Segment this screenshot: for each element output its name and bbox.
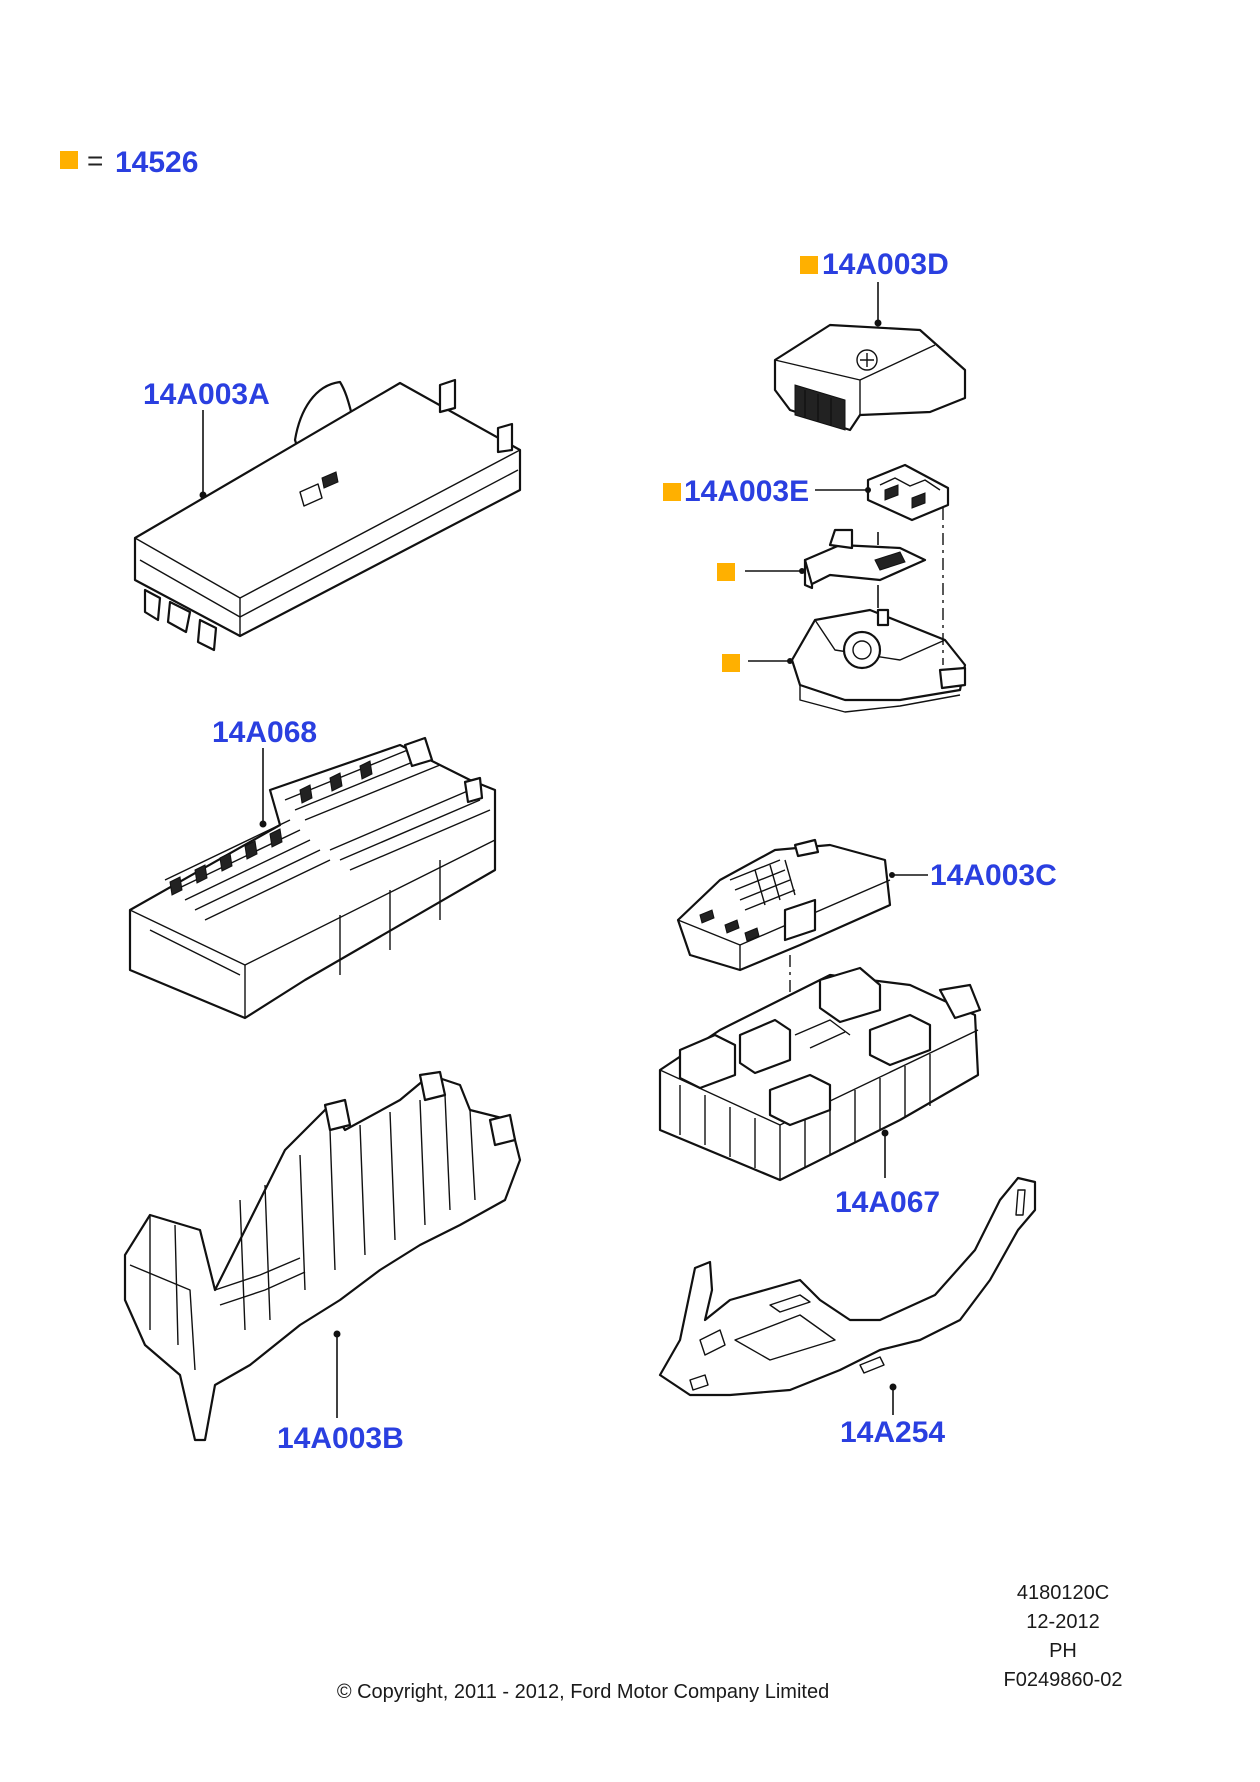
part-14A003A	[133, 378, 522, 652]
part-14A003E	[790, 463, 967, 713]
doc-code: 4180120C	[1017, 1582, 1109, 1604]
marker-14A003D	[800, 256, 818, 274]
callout-14A003C: 14A003C	[930, 859, 1057, 892]
copyright: © Copyright, 2011 - 2012, Ford Motor Com…	[337, 1681, 829, 1703]
doc-date: 12-2012	[1026, 1611, 1099, 1633]
figure-id: F0249860-02	[1004, 1669, 1123, 1691]
part-14A254	[658, 1176, 1037, 1397]
footer: 4180120C 12-2012 PH F0249860-02 © Copyri…	[337, 1582, 1123, 1703]
doc-region: PH	[1049, 1640, 1077, 1662]
part-14A067	[658, 966, 982, 1182]
callout-14A003B: 14A003B	[277, 1422, 404, 1455]
callout-14A003E: 14A003E	[684, 475, 809, 508]
callout-14A003D: 14A003D	[822, 248, 949, 281]
callout-14A067: 14A067	[835, 1186, 940, 1219]
callout-14A068: 14A068	[212, 716, 317, 749]
part-14A003B	[123, 1070, 522, 1442]
legend-equals: =	[87, 145, 103, 176]
part-14A003C	[676, 838, 892, 972]
callout-14A254: 14A254	[840, 1416, 945, 1449]
marker-14A003E	[663, 483, 681, 501]
callout-14A003A: 14A003A	[143, 378, 270, 411]
marker-bracket	[717, 563, 735, 581]
marker-holder	[722, 654, 740, 672]
part-14A003D	[773, 323, 967, 432]
legend: = 14526	[60, 145, 198, 179]
legend-marker-square	[60, 151, 78, 169]
part-14A068	[128, 736, 497, 1020]
legend-code: 14526	[115, 146, 198, 179]
